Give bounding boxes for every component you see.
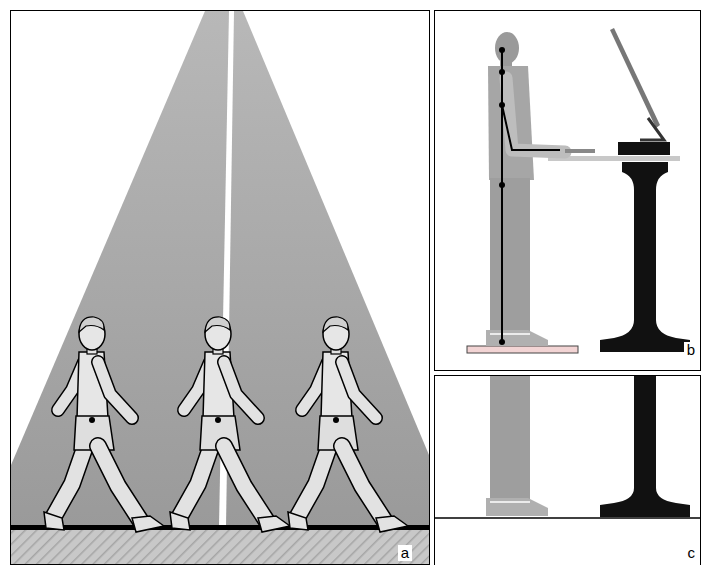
- panel-letter: c: [685, 545, 699, 561]
- panel-letter: a: [398, 545, 412, 561]
- panel-letter: b: [684, 342, 698, 358]
